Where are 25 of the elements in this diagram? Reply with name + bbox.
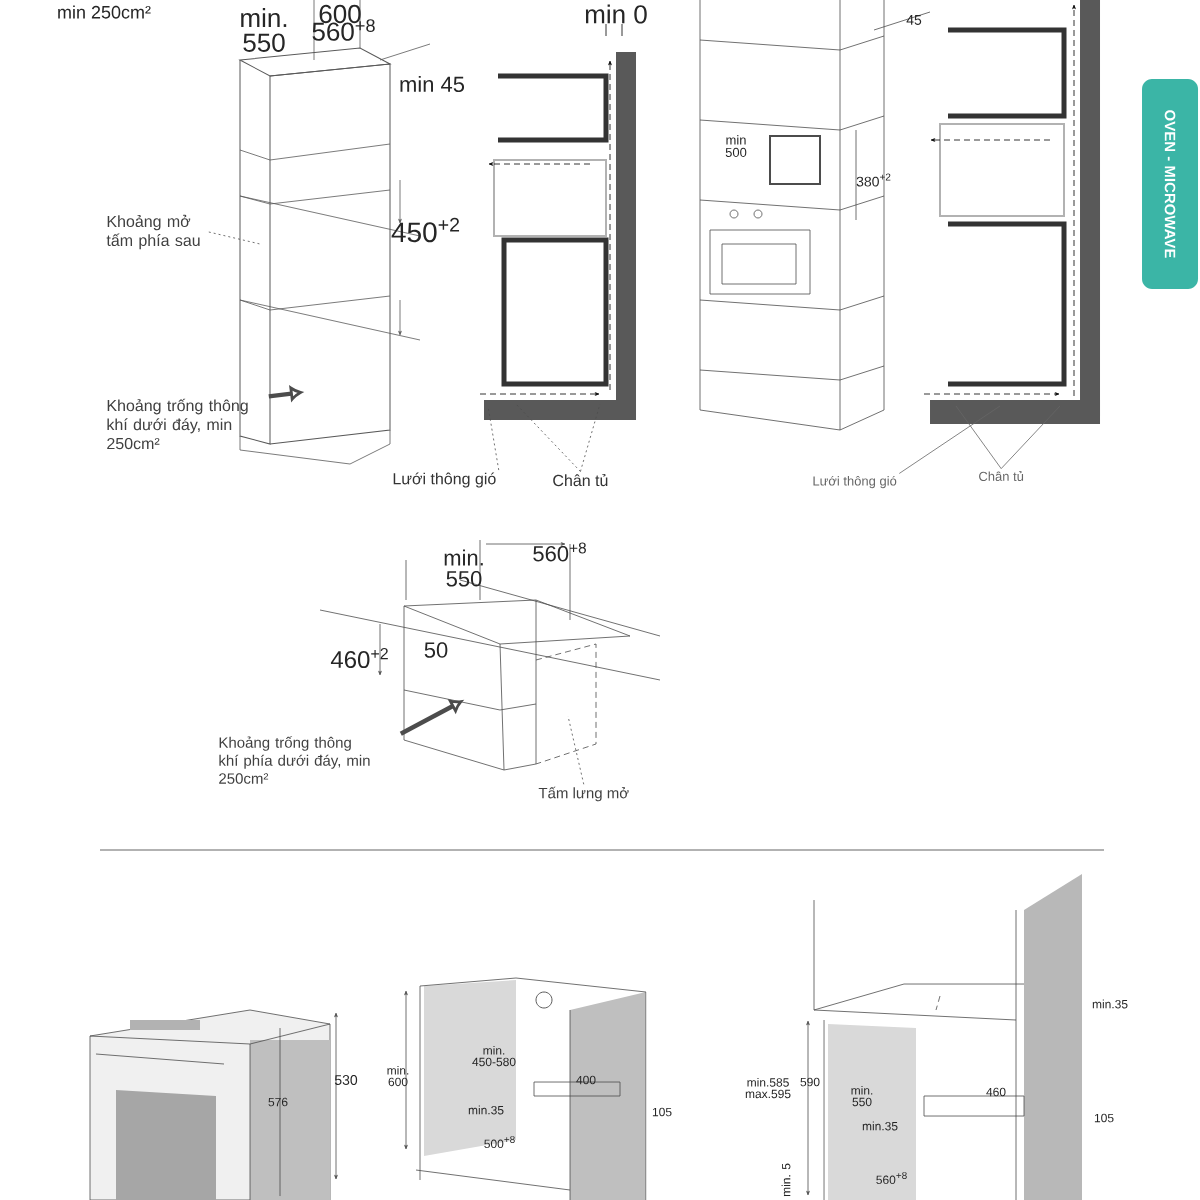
- leader-line: [515, 403, 581, 472]
- dimension-label: min. 550: [444, 549, 483, 587]
- dimension-label: 600: [319, 4, 361, 24]
- airflow-arrow: [399, 699, 463, 736]
- callout-text: Khoảng trống thông khí dưới đáy, min 250cm²: [107, 398, 248, 450]
- leader-line: [955, 405, 1002, 470]
- dimension-label: 450$^{+2}$: [391, 217, 460, 243]
- dimension-label: 50: [424, 642, 448, 658]
- leader-line: [580, 403, 601, 472]
- callout-text: Khoảng mở tấm phía sau: [106, 214, 200, 250]
- airflow-arrow: [268, 386, 302, 401]
- leader-line: [1000, 405, 1061, 470]
- dimension-label: min 250cm²: [58, 5, 151, 19]
- leader-line: [898, 405, 1001, 474]
- leader-line: [487, 405, 500, 471]
- dimension-label: 560$^{+8}$: [533, 542, 586, 562]
- callout-text: Lưới thông gió: [393, 472, 496, 488]
- leader-line: [208, 231, 261, 245]
- callout-text: Chân tủ: [553, 473, 608, 487]
- dimension-label: 560$^{+8}$: [312, 19, 375, 41]
- leader-line: [567, 715, 585, 785]
- dimension-label: min 0: [585, 4, 647, 24]
- dimension-label: min. 550: [241, 8, 287, 52]
- dimension-label: min 45: [400, 75, 465, 93]
- dimension-label: 460$^{+2}$: [330, 647, 388, 669]
